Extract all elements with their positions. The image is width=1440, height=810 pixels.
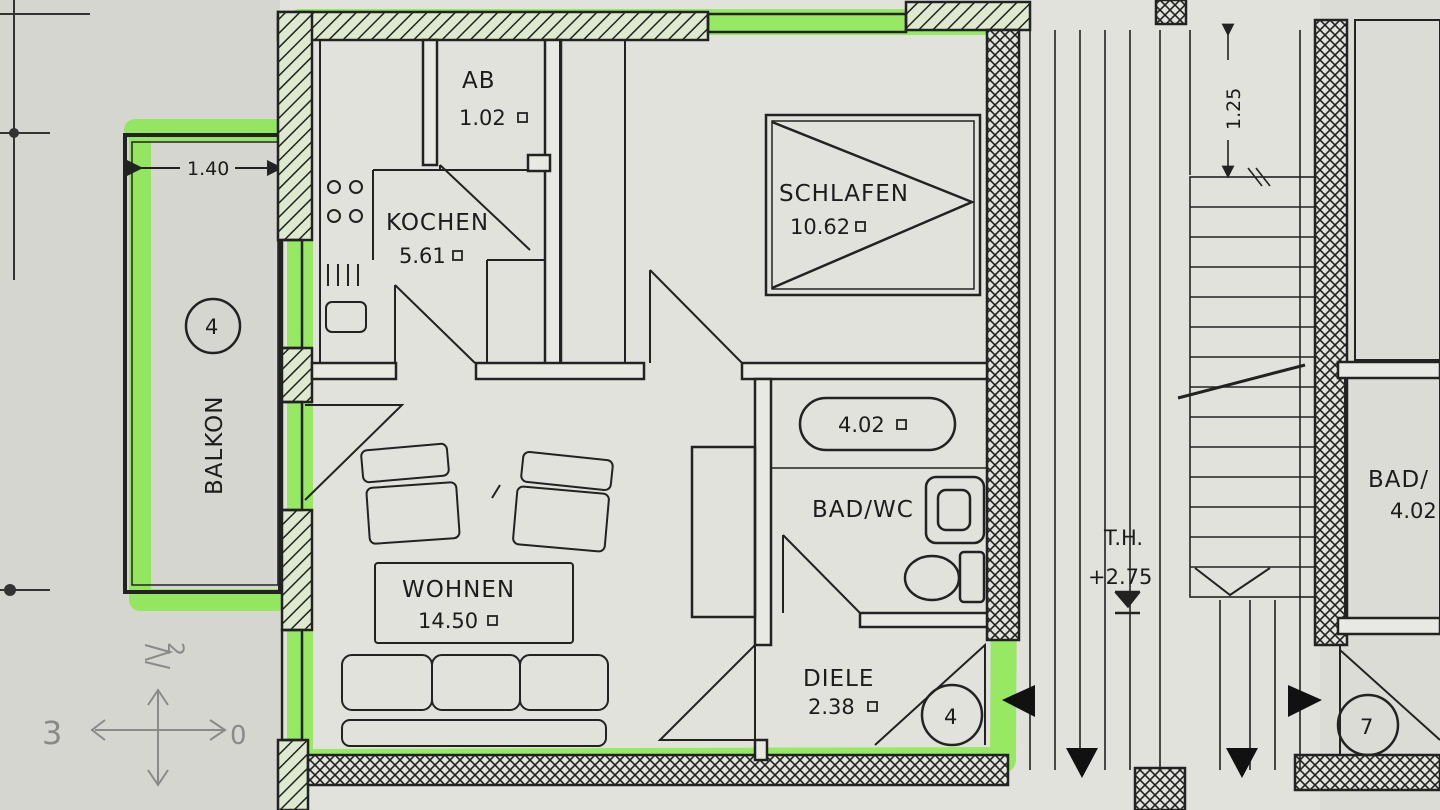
neighbor-rooms — [1339, 19, 1440, 755]
margin-marks — [0, 0, 90, 596]
room-area-ab: 1.02 — [459, 106, 506, 130]
room-area-bad: 4.02 — [838, 413, 885, 437]
balcony — [123, 133, 283, 594]
room-label-wohnen: WOHNEN — [402, 577, 515, 603]
room-area-neighbor-bad: 4.02 — [1390, 499, 1437, 523]
stairwell — [1029, 23, 1316, 770]
door-swings — [304, 164, 986, 746]
room-label-ab: AB — [462, 68, 496, 94]
pencil-note-top: 2 — [162, 642, 187, 656]
interior-walls — [310, 38, 1440, 762]
stair-level: +2.75 — [1088, 565, 1152, 589]
stair-code: T.H. — [1103, 526, 1143, 550]
dimension-balkon-width: 1.40 — [187, 158, 229, 180]
kitchen-fixtures — [325, 180, 367, 333]
unit-marker-circle — [184, 297, 242, 355]
unit-number-diele: 4 — [944, 705, 957, 729]
room-label-kochen: KOCHEN — [386, 210, 489, 236]
bed-outline — [764, 113, 982, 297]
pencil-note-right: 0 — [230, 721, 247, 751]
living-furniture — [341, 442, 614, 747]
exterior-walls — [276, 0, 1440, 810]
bath-fixtures — [690, 396, 987, 619]
room-area-diele: 2.38 — [808, 695, 855, 719]
room-area-wohnen: 14.50 — [418, 609, 478, 633]
unit-number-balkon: 4 — [205, 315, 218, 339]
partition-lines — [319, 40, 626, 363]
entrance-arrows — [1002, 685, 1322, 778]
dimension-stair-width: 1.25 — [1223, 88, 1245, 130]
room-label-bad: BAD/WC — [812, 497, 914, 523]
room-area-schlafen: 10.62 — [790, 215, 850, 239]
unit-markers — [920, 683, 1400, 757]
room-label-balkon: BALKON — [202, 396, 228, 495]
room-area-kochen: 5.61 — [399, 244, 446, 268]
room-label-neighbor-bad: BAD/ — [1368, 467, 1429, 493]
room-label-schlafen: SCHLAFEN — [779, 181, 909, 207]
pencil-sketch — [90, 644, 227, 787]
pencil-note-left: 3 — [42, 714, 62, 752]
room-label-diele: DIELE — [803, 666, 874, 692]
unit-number-neighbor: 7 — [1360, 715, 1373, 739]
